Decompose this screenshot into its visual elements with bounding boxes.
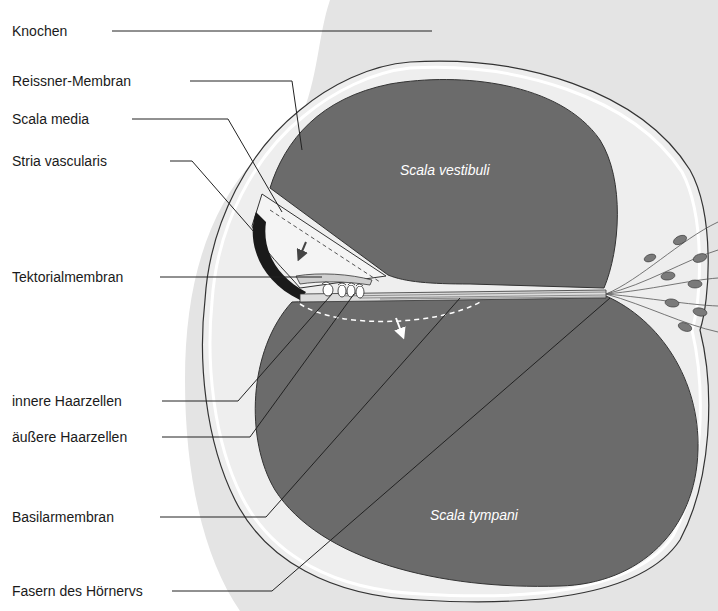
- cochlea-outline: [203, 61, 709, 602]
- part-label: Stria vascularis: [12, 153, 107, 169]
- part-label: Tektorialmembran: [12, 269, 123, 285]
- reissner-arrow: [300, 242, 306, 256]
- cochlea-outline-inner: [210, 67, 700, 596]
- part-label: Reissner-Membran: [12, 73, 131, 89]
- tectorial-membrane: [296, 274, 372, 285]
- part-label: Fasern des Hörnervs: [12, 583, 143, 599]
- ganglion-cells: [643, 233, 708, 333]
- hair-cells: [322, 282, 364, 298]
- leader-lines: [112, 31, 610, 591]
- scala-tympani: [255, 296, 698, 586]
- chamber-label: Scala vestibuli: [400, 162, 490, 178]
- part-label: äußere Haarzellen: [12, 429, 127, 445]
- part-label: Basilarmembran: [12, 509, 114, 525]
- stria-vascularis: [253, 212, 306, 300]
- nerve-fibres-in-membrane: [340, 292, 606, 299]
- bone-label: Knochen: [12, 23, 67, 39]
- basilar-arrow: [396, 318, 402, 334]
- auditory-nerve: [606, 222, 718, 332]
- bone: [185, 0, 718, 611]
- chamber-label: Scala tympani: [430, 507, 518, 523]
- part-label: Scala media: [12, 111, 89, 127]
- reissner-dashed: [270, 210, 380, 282]
- basilar-deflection: [300, 302, 480, 321]
- part-label: innere Haarzellen: [12, 393, 122, 409]
